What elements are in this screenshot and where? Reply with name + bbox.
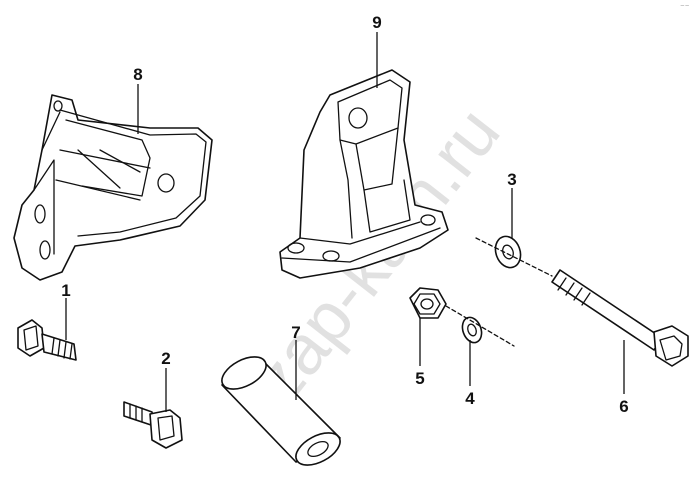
part-2-bolt[interactable]	[123, 401, 183, 449]
callout-7: 7	[291, 323, 300, 342]
callout-6: 6	[619, 397, 628, 416]
callout-1: 1	[61, 281, 70, 300]
part-8-bracket[interactable]	[13, 94, 213, 281]
part-3-washer[interactable]	[491, 233, 524, 271]
callout-4: 4	[465, 389, 475, 408]
corner-mark: ⁻⁻	[680, 2, 690, 12]
callout-3: 3	[507, 170, 516, 189]
callout-9: 9	[372, 13, 381, 32]
part-6-bolt[interactable]	[551, 269, 689, 367]
part-5-nut[interactable]	[409, 287, 447, 319]
callout-8: 8	[133, 65, 142, 84]
part-9-bracket[interactable]	[279, 69, 449, 279]
assembly-axis-1	[475, 237, 553, 277]
part-1-bolt[interactable]	[17, 319, 77, 361]
assembly-axis-2	[445, 305, 515, 347]
callout-2: 2	[161, 349, 170, 368]
callout-5: 5	[415, 369, 424, 388]
part-4-washer[interactable]	[459, 315, 485, 346]
part-7-sleeve[interactable]	[217, 350, 346, 471]
